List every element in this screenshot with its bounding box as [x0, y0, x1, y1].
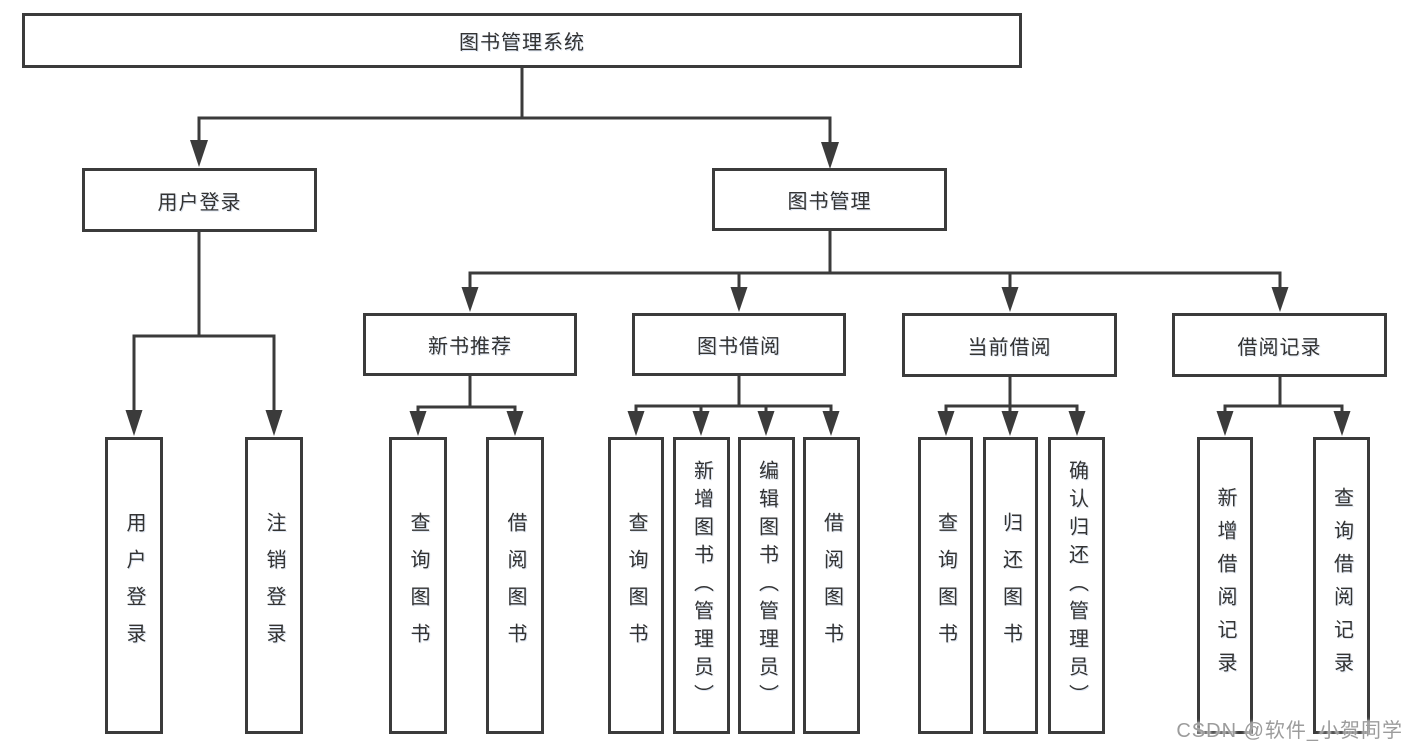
- leaf-label: 借阅图书: [820, 511, 843, 660]
- leaf-edit-books-admin: 编辑图书（管理员）: [738, 437, 795, 734]
- node-label: 用户登录: [157, 191, 242, 214]
- node-borrow-records: 借阅记录: [1172, 313, 1387, 377]
- leaf-label: 用户登录: [123, 511, 145, 660]
- node-label: 新书推荐: [428, 336, 512, 358]
- leaf-query-books-borrow: 查询图书: [608, 437, 664, 734]
- leaf-label: 归还图书: [999, 511, 1022, 660]
- leaf-logout: 注销登录: [245, 437, 303, 734]
- leaf-label: 借阅图书: [504, 511, 526, 660]
- leaf-query-borrow-record: 查询借阅记录: [1313, 437, 1370, 734]
- leaf-return-books: 归还图书: [983, 437, 1038, 734]
- leaf-user-login: 用户登录: [105, 437, 163, 734]
- node-user-login: 用户登录: [82, 168, 317, 232]
- leaf-borrow-books-recommend: 借阅图书: [486, 437, 544, 734]
- leaf-add-books-admin: 新增图书（管理员）: [673, 437, 730, 734]
- leaf-label: 查询图书: [934, 511, 957, 660]
- node-label: 借阅记录: [1237, 336, 1322, 359]
- node-label: 图书借阅: [697, 336, 781, 358]
- leaf-label: 查询图书: [625, 511, 647, 660]
- leaf-confirm-return-admin: 确认归还（管理员）: [1048, 437, 1105, 734]
- leaf-label: 查询图书: [407, 511, 429, 660]
- leaf-label: 新增借阅记录: [1214, 486, 1236, 685]
- leaf-query-books-current: 查询图书: [918, 437, 973, 734]
- leaf-label: 查询借阅记录: [1330, 486, 1353, 685]
- node-new-book-recommend: 新书推荐: [363, 313, 577, 376]
- node-library-management-system: 图书管理系统: [22, 13, 1022, 68]
- csdn-watermark: CSDN @软件_小贺同学: [1176, 720, 1403, 742]
- leaf-borrow-books: 借阅图书: [803, 437, 860, 734]
- leaf-query-books-recommend: 查询图书: [389, 437, 447, 734]
- leaf-label: 新增图书（管理员）: [690, 459, 713, 712]
- node-label: 当前借阅: [967, 336, 1052, 359]
- leaf-label: 确认归还（管理员）: [1065, 459, 1088, 712]
- leaf-label: 编辑图书（管理员）: [755, 459, 778, 712]
- leaf-label: 注销登录: [263, 511, 285, 660]
- node-label: 图书管理: [787, 191, 872, 213]
- node-label: 图书管理系统: [459, 32, 585, 54]
- node-book-management: 图书管理: [712, 168, 947, 231]
- leaf-add-borrow-record: 新增借阅记录: [1197, 437, 1253, 734]
- node-book-borrow: 图书借阅: [632, 313, 846, 376]
- node-current-borrow: 当前借阅: [902, 313, 1117, 377]
